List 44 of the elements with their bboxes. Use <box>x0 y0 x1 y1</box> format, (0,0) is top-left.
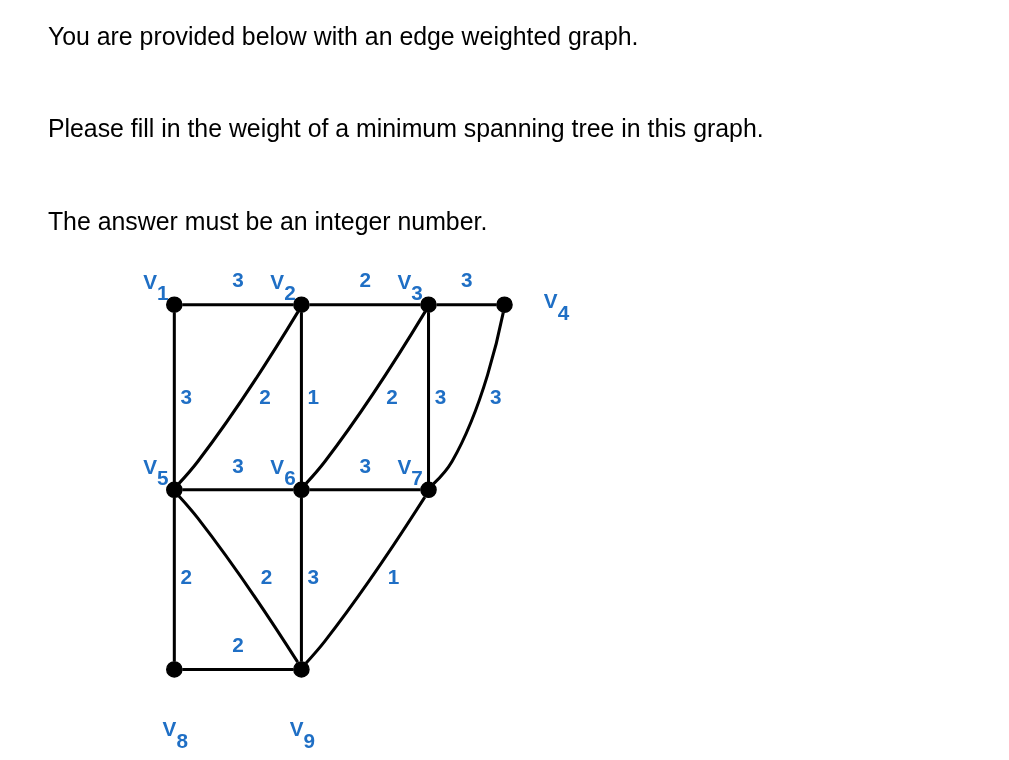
connector <box>299 497 303 662</box>
edge-label: 3 <box>489 385 502 409</box>
connector <box>304 496 427 665</box>
edge-label: 2 <box>260 564 273 588</box>
connector <box>309 303 421 307</box>
edge-label: 3 <box>232 268 244 292</box>
node-circle <box>166 296 183 313</box>
edge-label: 2 <box>259 385 271 409</box>
node-circle <box>166 481 183 499</box>
edge-label: 3 <box>307 564 320 588</box>
connector <box>432 312 505 485</box>
node-circle <box>496 296 513 313</box>
connector <box>309 488 421 492</box>
edge-label: 2 <box>359 268 371 292</box>
edge-label: 2 <box>386 385 398 409</box>
node-circle <box>293 661 310 678</box>
edge-label: 1 <box>307 385 320 409</box>
label: You are provided below with an edge weighted graph. <box>47 21 639 50</box>
connector <box>427 312 431 483</box>
label: Please fill in the weight of a minimum spanning tree in this graph. <box>47 114 764 143</box>
edge-label: 1 <box>387 564 400 588</box>
connector <box>177 495 299 663</box>
connector <box>172 312 176 483</box>
label: The answer must be an integer number. <box>47 206 488 235</box>
node-circle <box>293 296 310 313</box>
connector <box>182 667 294 671</box>
edge-label: 2 <box>232 633 244 657</box>
node-circle <box>420 296 437 313</box>
connector <box>182 488 294 492</box>
connector <box>182 303 294 307</box>
edge-label: 3 <box>232 453 244 477</box>
connector <box>304 310 427 485</box>
edge-label: 3 <box>460 268 473 292</box>
connector <box>177 310 300 485</box>
edge-label: 3 <box>434 385 447 409</box>
edge-label: 3 <box>180 385 193 409</box>
connector <box>299 312 303 483</box>
edge-label: 2 <box>180 564 193 588</box>
node-circle <box>166 661 183 678</box>
node-circle <box>293 481 310 499</box>
edge-label: 3 <box>359 453 371 477</box>
connector <box>436 303 497 307</box>
connector <box>172 497 176 662</box>
node-circle <box>420 481 437 499</box>
